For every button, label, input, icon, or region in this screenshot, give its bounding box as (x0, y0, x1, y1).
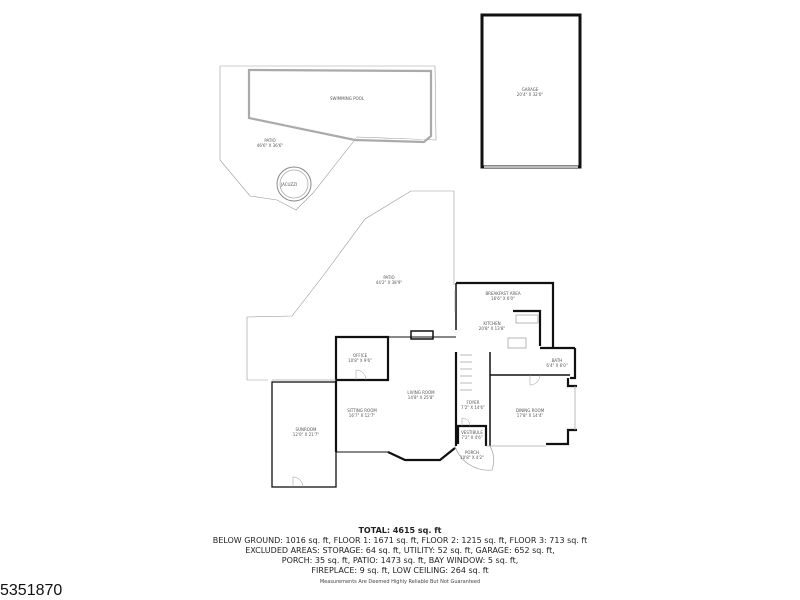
svg-text:BREAKFAST AREA: BREAKFAST AREA (485, 291, 520, 296)
breakfast-label: BREAKFAST AREA (485, 291, 520, 296)
foyer-label: FOYER (467, 400, 480, 405)
svg-text:SUNROOM: SUNROOM (296, 427, 318, 432)
sunroom-dims: 12'0" X 21'7" (293, 432, 320, 437)
doors (292, 369, 541, 488)
bath-dims: 6'4" X 6'0" (546, 363, 568, 368)
total-area: TOTAL: 4615 sq. ft (358, 526, 442, 535)
sitting-dims: 16'7" X 12'7" (349, 413, 376, 418)
svg-text:46'6" X 36'6": 46'6" X 36'6" (257, 143, 284, 148)
svg-text:OFFICE: OFFICE (353, 353, 368, 358)
svg-text:20'8" X 13'8": 20'8" X 13'8" (479, 326, 506, 331)
svg-text:7'2" X 14'6": 7'2" X 14'6" (461, 405, 485, 410)
office-dims: 10'8" X 9'6" (348, 358, 372, 363)
lower-patio-area (246, 190, 455, 381)
living-label: LIVING ROOM (407, 390, 435, 395)
svg-text:17'8" X 14'4": 17'8" X 14'4" (517, 413, 544, 418)
svg-text:16'7" X 12'7": 16'7" X 12'7" (349, 413, 376, 418)
jacuzzi-label: JACUZZI (280, 182, 297, 187)
svg-text:7'2" X 4'6": 7'2" X 4'6" (461, 435, 483, 440)
patio-lower-dims: 44'2" X 38'9" (376, 280, 403, 285)
dining-label: DINING ROOM (516, 408, 545, 413)
garage-dims: 20'4" X 32'0" (517, 92, 544, 97)
svg-text:44'2" X 38'9": 44'2" X 38'9" (376, 280, 403, 285)
garage (480, 13, 582, 169)
sunroom-label: SUNROOM (296, 427, 318, 432)
svg-text:BATH: BATH (552, 358, 563, 363)
svg-text:SITTING ROOM: SITTING ROOM (347, 408, 377, 413)
garage-label: GARAGE (522, 87, 539, 92)
area-breakdown-line-3: PORCH: 35 sq. ft, PATIO: 1473 sq. ft, BA… (281, 556, 519, 565)
area-breakdown-line-4: FIREPLACE: 9 sq. ft, LOW CEILING: 264 sq… (311, 566, 489, 575)
svg-text:16'6" X 6'0": 16'6" X 6'0" (491, 296, 515, 301)
svg-text:SWIMMING POOL: SWIMMING POOL (330, 96, 365, 101)
svg-text:6'4" X 6'0": 6'4" X 6'0" (546, 363, 568, 368)
svg-text:20'4" X 32'0": 20'4" X 32'0" (517, 92, 544, 97)
sitting-label: SITTING ROOM (347, 408, 377, 413)
svg-text:LIVING ROOM: LIVING ROOM (407, 390, 435, 395)
area-breakdown-line-2: EXCLUDED AREAS: STORAGE: 64 sq. ft, UTIL… (245, 546, 555, 555)
svg-text:12'0" X 21'7": 12'0" X 21'7" (293, 432, 320, 437)
svg-text:14'8" X 25'8": 14'8" X 25'8" (408, 395, 435, 400)
office-label: OFFICE (353, 353, 368, 358)
house-walls (271, 281, 577, 488)
area-breakdown-line-1: BELOW GROUND: 1016 sq. ft, FLOOR 1: 1671… (212, 536, 588, 545)
svg-text:GARAGE: GARAGE (522, 87, 539, 92)
patio-upper-label: PATIO (264, 138, 275, 143)
svg-text:DINING ROOM: DINING ROOM (516, 408, 545, 413)
pool-label: SWIMMING POOL (330, 96, 365, 101)
window-lines (272, 290, 576, 471)
kitchen-label: KITCHEN (483, 321, 500, 326)
dining-dims: 17'8" X 14'4" (517, 413, 544, 418)
living-dims: 14'8" X 25'8" (408, 395, 435, 400)
porch-label: PORCH (465, 450, 479, 455)
patio-lower-label: PATIO (383, 275, 394, 280)
listing-id: 5351870 (0, 582, 63, 599)
porch-dims: 10'8" X 4'2" (460, 455, 484, 460)
kitchen-island (460, 314, 539, 391)
svg-text:JACUZZI: JACUZZI (280, 182, 297, 187)
patio-upper-dims: 46'6" X 36'6" (257, 143, 284, 148)
svg-text:10'8" X 4'2": 10'8" X 4'2" (460, 455, 484, 460)
svg-text:VESTIBULE: VESTIBULE (461, 430, 483, 435)
disclaimer: Measurements Are Deemed Highly Reliable … (319, 579, 481, 585)
svg-text:PATIO: PATIO (383, 275, 394, 280)
svg-text:10'8" X 9'6": 10'8" X 9'6" (348, 358, 372, 363)
bath-label: BATH (552, 358, 563, 363)
vestibule-label: VESTIBULE (461, 430, 483, 435)
svg-text:PORCH: PORCH (465, 450, 479, 455)
vestibule-dims: 7'2" X 4'6" (461, 435, 483, 440)
breakfast-dims: 16'6" X 6'0" (491, 296, 515, 301)
foyer-dims: 7'2" X 14'6" (461, 405, 485, 410)
svg-text:FOYER: FOYER (467, 400, 480, 405)
kitchen-dims: 20'8" X 13'8" (479, 326, 506, 331)
upper-patio-area (219, 65, 437, 211)
svg-text:KITCHEN: KITCHEN (483, 321, 500, 326)
svg-text:PATIO: PATIO (264, 138, 275, 143)
